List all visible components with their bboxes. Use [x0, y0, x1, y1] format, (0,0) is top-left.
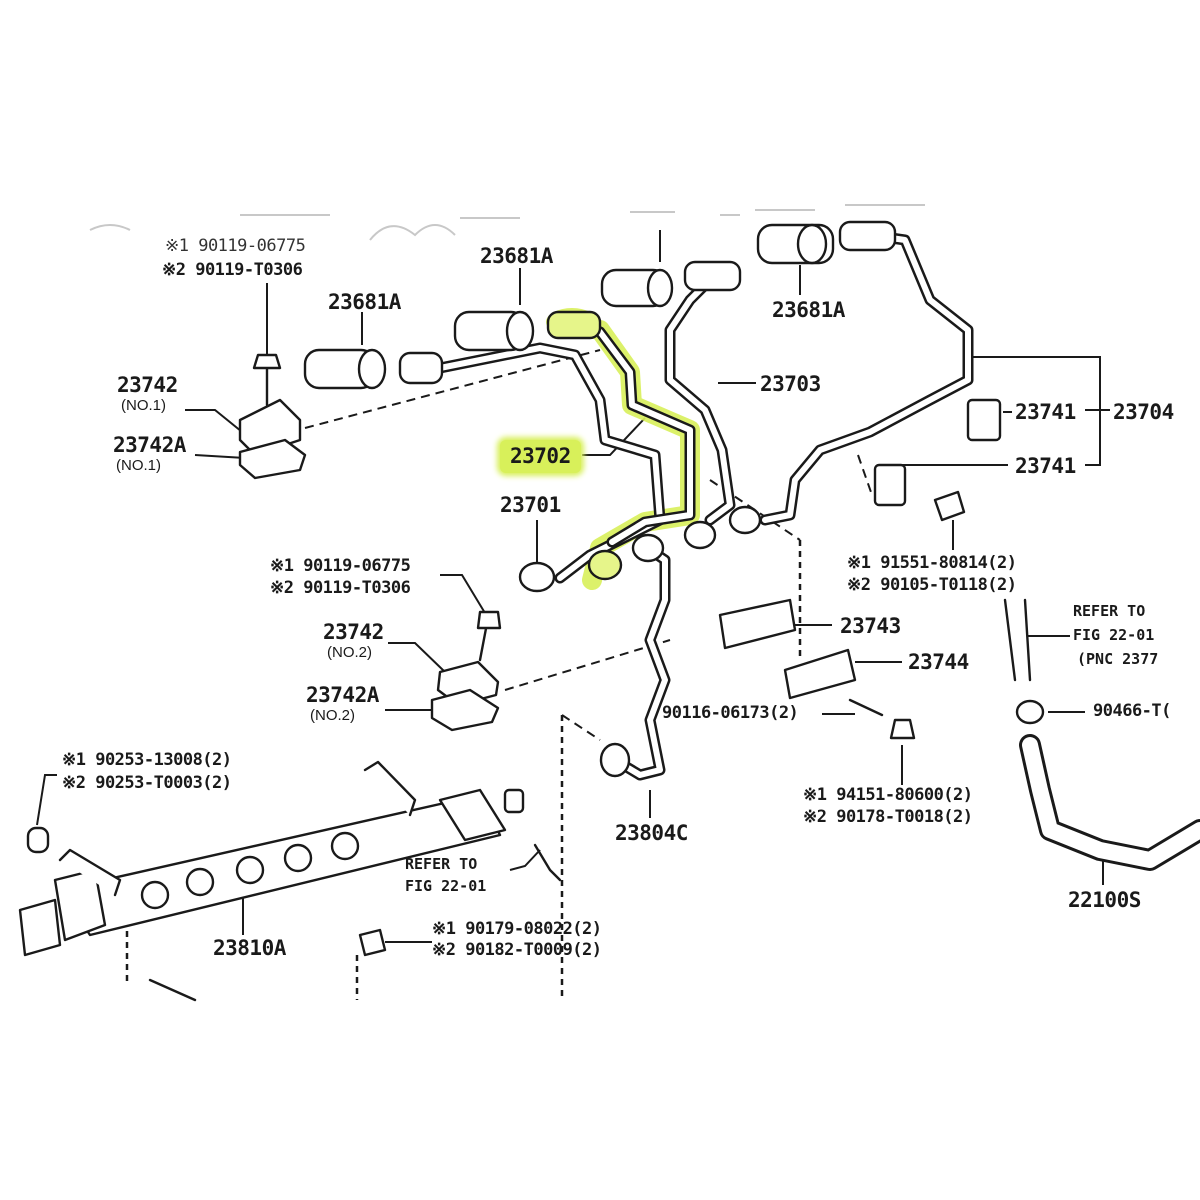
part-22100s: 22100S [1068, 888, 1141, 912]
plug-part-1: ※1 90253-13008(2) [62, 750, 232, 770]
mid-bolt-part-1: ※1 90119-06775 [270, 556, 411, 576]
part-23744: 23744 [908, 650, 969, 674]
refer-to-right-line-3: (PNC 2377 [1077, 650, 1159, 668]
top-bolt-part-1: ※1 90119-06775 [165, 236, 306, 256]
part-23681a-left: 23681A [328, 290, 401, 314]
pipe-nuts [518, 505, 762, 778]
part-23681a-top: 23681A [480, 244, 553, 268]
top-bolt-part-2: ※2 90119-T0306 [162, 260, 303, 280]
sleeve-parts [303, 220, 897, 390]
part-23742-no1-note: (NO.1) [121, 397, 166, 414]
part-23742a-no2-note: (NO.2) [310, 707, 355, 724]
nut-part-1: ※1 94151-80600(2) [803, 785, 973, 805]
right-bolt-part-2: ※2 90105-T0118(2) [847, 575, 1017, 595]
lower-nut-part-2: ※2 90182-T0009(2) [432, 940, 602, 960]
refer-to-mid-line-1: REFER TO [405, 855, 478, 873]
part-23743: 23743 [840, 614, 901, 638]
part-23804c: 23804C [615, 821, 688, 845]
mid-bolt-part-2: ※2 90119-T0306 [270, 578, 411, 598]
part-23742-no2: 23742 [323, 620, 384, 644]
part-23742a-no1-note: (NO.1) [116, 457, 161, 474]
refer-to-right-line-2: FIG 22-01 [1073, 626, 1155, 644]
right-bolt-part-1: ※1 91551-80814(2) [847, 553, 1017, 573]
part-23702-highlighted[interactable]: 23702 [500, 440, 581, 473]
refer-to-right-line-1: REFER TO [1073, 602, 1146, 620]
refer-to-mid-line-2: FIG 22-01 [405, 877, 487, 895]
faded-header-marks [89, 204, 925, 241]
clamps [238, 353, 1045, 740]
stud-bolt: 90116-06173(2) [662, 703, 799, 723]
injection-pipes [434, 229, 1200, 882]
part-23742-no2-note: (NO.2) [327, 644, 372, 661]
plug-part-2: ※2 90253-T0003(2) [62, 773, 232, 793]
part-23810a-common-rail: 23810A [213, 936, 286, 960]
part-23742a-no2: 23742A [306, 683, 379, 707]
lower-nut-part-1: ※1 90179-08022(2) [432, 919, 602, 939]
part-23681a-right: 23681A [772, 298, 845, 322]
part-23704: 23704 [1113, 400, 1174, 424]
part-23741-upper: 23741 [1015, 400, 1076, 424]
hose-clamp: 90466-T( [1093, 701, 1171, 721]
nut-part-2: ※2 90178-T0018(2) [803, 807, 973, 827]
part-23742-no1: 23742 [117, 373, 178, 397]
common-rail [18, 760, 525, 1002]
part-23701: 23701 [500, 493, 561, 517]
leader-lines [36, 230, 1110, 943]
part-23741-lower: 23741 [1015, 454, 1076, 478]
part-23742a-no1: 23742A [113, 433, 186, 457]
part-23703: 23703 [760, 372, 821, 396]
